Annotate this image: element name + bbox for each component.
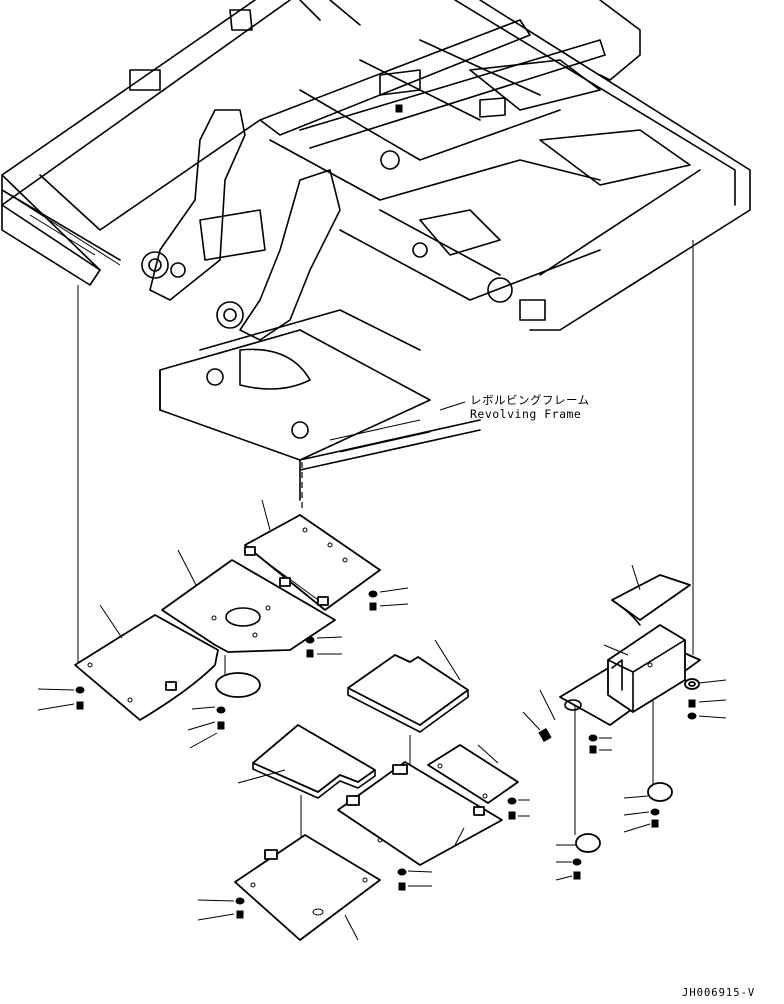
floor-plate-lower-center (337, 761, 503, 866)
floor-plate-left (74, 604, 261, 721)
floor-plate-center (347, 639, 469, 733)
floor-plate-center-left (161, 549, 336, 653)
floor-plate-rear-left (244, 499, 381, 611)
right-cover-bracket (559, 624, 701, 726)
drawing-code: JH006915-V (682, 987, 756, 999)
floor-plate-center-right (427, 744, 519, 804)
right-upper-cover (611, 564, 691, 626)
bottom-plate (234, 834, 381, 941)
revolving-frame (1, 0, 751, 501)
floor-plate-lower-left (237, 724, 376, 799)
revolving-frame-label-en: Revolving Frame (470, 407, 582, 421)
round-caps (575, 782, 673, 853)
fasteners (37, 104, 727, 921)
revolving-frame-label-jp: レボルビングフレーム (470, 393, 590, 407)
